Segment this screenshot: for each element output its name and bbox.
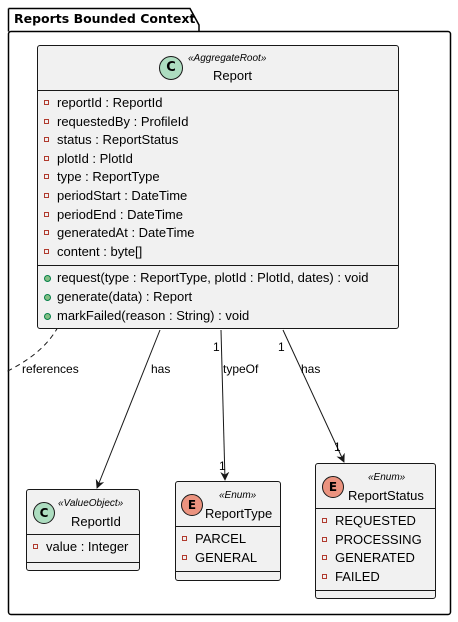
reportstatus-stereotype: «Enum» [368, 472, 406, 483]
reportid-attributes: value : Integer [27, 535, 139, 563]
attribute-row: type : ReportType [38, 168, 398, 187]
package-tab [8, 7, 200, 32]
reporttype-enum[interactable]: E «Enum» ReportType PARCEL GENERAL [175, 481, 281, 581]
private-marker-icon [322, 536, 327, 542]
multiplicity-label: 1 [278, 340, 285, 354]
typeof-arrow [220, 329, 230, 481]
private-marker-icon [182, 554, 187, 560]
attribute-row: reportId : ReportId [38, 94, 398, 113]
reportid-name: ReportId [71, 514, 121, 529]
enum-value-row: GENERAL [176, 549, 280, 568]
reportid-operations [27, 563, 139, 571]
operation-row: markFailed(reason : String) : void [38, 307, 398, 326]
class-badge-icon: C [159, 56, 183, 80]
multiplicity-label: 1 [213, 340, 220, 354]
enum-value-row: FAILED [316, 568, 435, 587]
operation-row: generate(data) : Report [38, 288, 398, 307]
private-marker-icon [44, 230, 49, 236]
private-marker-icon [33, 544, 38, 549]
enum-badge-icon: E [181, 494, 203, 516]
multiplicity-label: 1 [334, 440, 341, 454]
reportstatus-enum[interactable]: E «Enum» ReportStatus REQUESTED PROCESSI… [315, 463, 436, 599]
reporttype-stereotype: «Enum» [219, 490, 257, 501]
references-link [5, 326, 59, 373]
typeof-label: typeOf [223, 362, 259, 376]
package-frame [7, 30, 452, 616]
reportid-class-header: C «ValueObject» ReportId [27, 490, 139, 535]
private-marker-icon [44, 174, 49, 180]
reportstatus-name: ReportStatus [348, 488, 424, 503]
private-marker-icon [322, 555, 327, 561]
reportstatus-empty [316, 591, 435, 599]
reporttype-values: PARCEL GENERAL [176, 527, 280, 573]
report-name: Report [213, 68, 253, 83]
attribute-row: content : byte[] [38, 243, 398, 262]
attribute-row: requestedBy : ProfileId [38, 113, 398, 132]
public-marker-icon [44, 293, 51, 301]
private-marker-icon [322, 518, 327, 523]
private-marker-icon [44, 155, 49, 161]
enum-value-row: PROCESSING [316, 531, 435, 550]
public-marker-icon [44, 275, 51, 283]
has-reportid-label: has [151, 362, 171, 376]
attribute-row: plotId : PlotId [38, 150, 398, 169]
reporttype-empty [176, 572, 280, 580]
reporttype-enum-header: E «Enum» ReportType [176, 482, 280, 527]
private-marker-icon [44, 192, 49, 198]
package-title: Reports Bounded Context [14, 11, 196, 26]
reporttype-name: ReportType [205, 506, 273, 521]
reportid-class[interactable]: C «ValueObject» ReportId value : Integer [26, 489, 140, 571]
has-status-label: has [301, 362, 321, 376]
private-marker-icon [322, 573, 327, 579]
attribute-row: periodStart : DateTime [38, 187, 398, 206]
attribute-row: periodEnd : DateTime [38, 206, 398, 225]
has-reportid-arrow [95, 329, 161, 489]
report-stereotype: «AggregateRoot» [188, 53, 267, 64]
report-class[interactable]: C «AggregateRoot» Report reportId : Repo… [37, 45, 399, 329]
private-marker-icon [182, 536, 187, 541]
reportstatus-values: REQUESTED PROCESSING GENERATED FAILED [316, 509, 435, 592]
attribute-row: value : Integer [27, 538, 139, 557]
class-badge-icon: C [33, 502, 55, 524]
private-marker-icon [44, 118, 49, 124]
reportstatus-enum-header: E «Enum» ReportStatus [316, 464, 435, 509]
multiplicity-label: 1 [219, 459, 226, 473]
operation-row: request(type : ReportType, plotId : Plot… [38, 269, 398, 288]
private-marker-icon [44, 137, 49, 143]
public-marker-icon [44, 312, 51, 320]
private-marker-icon [44, 211, 49, 217]
enum-value-row: GENERATED [316, 549, 435, 568]
private-marker-icon [44, 100, 49, 105]
enum-value-row: PARCEL [176, 530, 280, 549]
reportid-stereotype: «ValueObject» [58, 498, 124, 509]
report-operations: request(type : ReportType, plotId : Plot… [38, 266, 398, 329]
attribute-row: status : ReportStatus [38, 131, 398, 150]
enum-value-row: REQUESTED [316, 512, 435, 531]
has-status-arrow [282, 329, 345, 463]
references-label: references [22, 362, 79, 376]
report-class-header: C «AggregateRoot» Report [38, 46, 398, 91]
private-marker-icon [44, 248, 49, 254]
attribute-row: generatedAt : DateTime [38, 224, 398, 243]
enum-badge-icon: E [322, 476, 344, 498]
report-attributes: reportId : ReportId requestedBy : Profil… [38, 91, 398, 267]
